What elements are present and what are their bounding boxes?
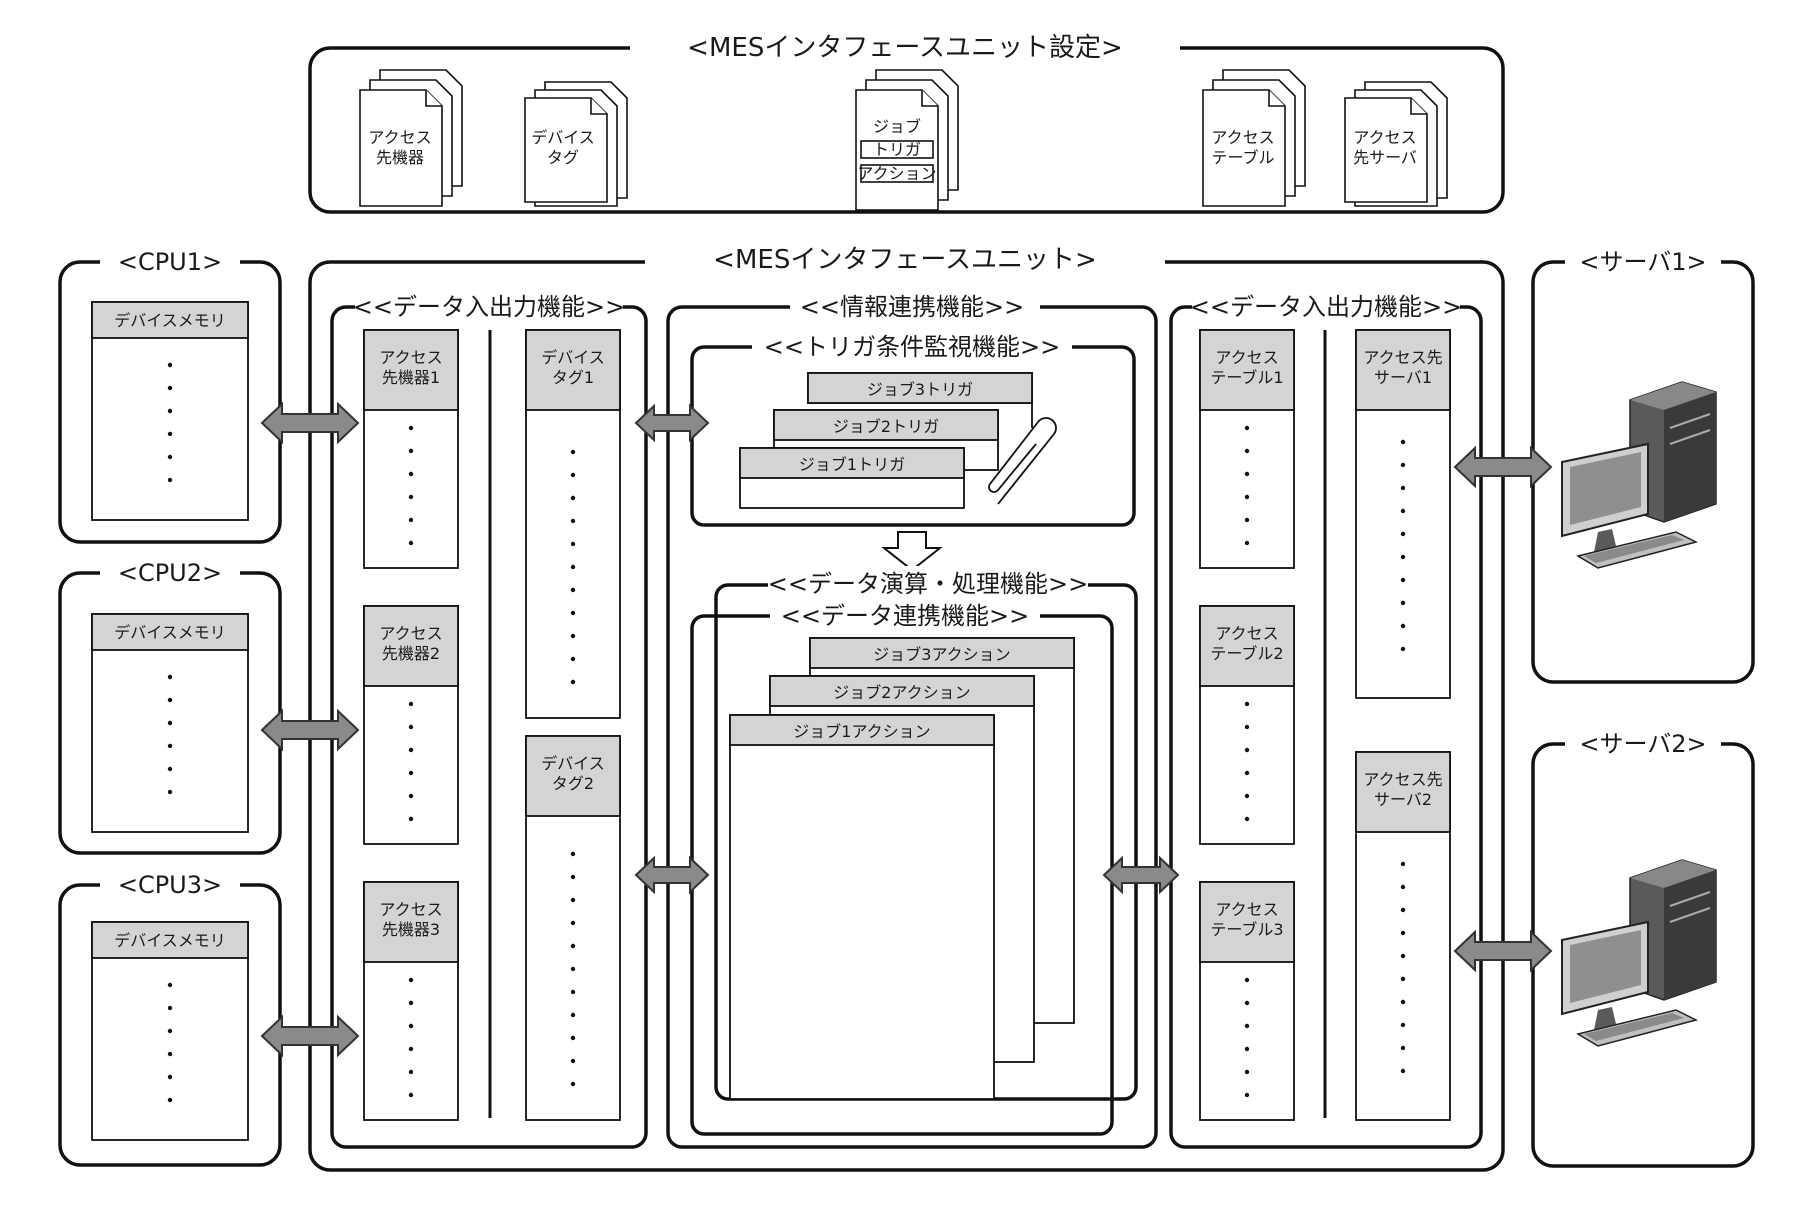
- memory-ellipsis: [167, 674, 173, 795]
- box-label: テーブル3: [1210, 920, 1283, 939]
- box-label: アクセス: [379, 624, 442, 643]
- cpu2-panel: <CPU2> デバイスメモリ: [58, 555, 282, 855]
- box-label: アクセス: [1215, 624, 1278, 643]
- double-arrow-icon: [260, 1014, 360, 1058]
- access-device-3-box: アクセス 先機器3: [363, 881, 459, 1121]
- device-tag-doc-icon: デバイス タグ: [524, 81, 628, 207]
- paperclip-icon: [988, 417, 1057, 505]
- computer-icon: [1561, 859, 1717, 1047]
- trigger-label: ジョブ3トリガ: [867, 380, 973, 399]
- trigger-monitor-title: <<トリガ条件監視機能>>: [764, 333, 1060, 361]
- job1-action-sheet: ジョブ1アクション: [729, 714, 995, 1100]
- box-label: 先機器2: [382, 644, 440, 663]
- cpu1-panel: <CPU1> デバイスメモリ: [58, 244, 282, 544]
- double-arrow-icon: [1102, 855, 1180, 895]
- action-label: ジョブ2アクション: [833, 683, 970, 702]
- box-label: アクセス先: [1363, 770, 1442, 789]
- doc-label: タグ: [547, 148, 579, 167]
- doc-label: アクセス: [368, 128, 431, 147]
- box-label: アクセス: [379, 900, 442, 919]
- box-label: 先機器1: [382, 368, 440, 387]
- box-label: 先機器3: [382, 920, 440, 939]
- server-title: <サーバ1>: [1579, 248, 1706, 276]
- access-device-doc-icon: アクセス 先機器: [359, 69, 463, 207]
- computer-icon: [1561, 381, 1717, 569]
- info-link-panel: <<情報連携機能>> <<トリガ条件監視機能>> ジョブ3トリガ ジョブ2トリガ…: [666, 290, 1158, 1149]
- down-arrow-icon: [881, 531, 943, 572]
- io-right-title: <<データ入出力機能>>: [1190, 293, 1462, 321]
- access-table-3-box: アクセス テーブル3: [1199, 881, 1295, 1121]
- access-server-1-box: アクセス先 サーバ1: [1355, 329, 1451, 699]
- doc-label: アクセス: [1211, 128, 1274, 147]
- box-label: アクセス: [379, 348, 442, 367]
- box-label: タグ1: [552, 368, 594, 387]
- doc-label: トリガ: [873, 140, 921, 159]
- access-server-doc-icon: アクセス 先サーバ: [1344, 81, 1448, 207]
- data-link-title: <<データ連携機能>>: [781, 602, 1029, 630]
- trigger-label: ジョブ2トリガ: [833, 417, 939, 436]
- server1-panel: <サーバ1>: [1531, 244, 1755, 684]
- device-memory-label: デバイスメモリ: [114, 311, 226, 330]
- device-tag-2-box: デバイス タグ2: [525, 735, 621, 1121]
- doc-label: デバイス: [531, 128, 595, 147]
- device-memory-label: デバイスメモリ: [114, 931, 226, 950]
- trigger-monitor-panel: <<トリガ条件監視機能>> ジョブ3トリガ ジョブ2トリガ ジョブ1トリガ: [690, 330, 1136, 527]
- server2-panel: <サーバ2>: [1531, 726, 1755, 1168]
- doc-label: 先サーバ: [1353, 148, 1417, 167]
- double-arrow-icon: [634, 403, 710, 443]
- doc-label: アクション: [857, 164, 936, 183]
- job-doc-icon: ジョブ トリガ アクション: [855, 69, 959, 211]
- doc-label: アクセス: [1353, 128, 1416, 147]
- access-device-2-box: アクセス 先機器2: [363, 605, 459, 845]
- double-arrow-icon: [260, 708, 360, 752]
- memory-ellipsis: [167, 982, 173, 1103]
- memory-ellipsis: [167, 362, 173, 483]
- box-label: テーブル2: [1210, 644, 1283, 663]
- double-arrow-icon: [1453, 929, 1553, 973]
- io-left-title: <<データ入出力機能>>: [353, 293, 625, 321]
- settings-title: <MESインタフェースユニット設定>: [687, 33, 1123, 63]
- box-label: デバイス: [541, 754, 605, 773]
- double-arrow-icon: [634, 855, 710, 895]
- box-label: タグ2: [552, 774, 594, 793]
- device-tag-1-box: デバイス タグ1: [525, 329, 621, 719]
- box-label: テーブル1: [1210, 368, 1283, 387]
- io-right-panel: <<データ入出力機能>> アクセス テーブル1 アクセス テーブル2 アクセス …: [1169, 290, 1483, 1149]
- doc-label: ジョブ: [873, 117, 921, 136]
- access-table-2-box: アクセス テーブル2: [1199, 605, 1295, 845]
- access-table-doc-icon: アクセス テーブル: [1202, 69, 1306, 207]
- action-label: ジョブ3アクション: [873, 645, 1010, 664]
- info-link-title: <<情報連携機能>>: [800, 293, 1024, 321]
- access-table-1-box: アクセス テーブル1: [1199, 329, 1295, 569]
- double-arrow-icon: [260, 401, 360, 445]
- mes-unit-title: <MESインタフェースユニット>: [713, 245, 1097, 275]
- box-label: サーバ2: [1374, 790, 1432, 809]
- cpu-title: <CPU3>: [118, 871, 222, 899]
- mes-unit-panel: <MESインタフェースユニット>: [308, 240, 1505, 1172]
- settings-panel: <MESインタフェースユニット設定> アクセス 先機器 デバイス タグ ジョブ: [308, 30, 1505, 214]
- box-label: アクセス先: [1363, 348, 1442, 367]
- box-label: アクセス: [1215, 900, 1278, 919]
- access-server-2-box: アクセス先 サーバ2: [1355, 751, 1451, 1121]
- access-device-1-box: アクセス 先機器1: [363, 329, 459, 569]
- server-title: <サーバ2>: [1579, 730, 1706, 758]
- io-left-panel: <<データ入出力機能>> アクセス 先機器1 アクセス 先機器2 アクセス 先機…: [330, 290, 648, 1149]
- box-label: デバイス: [541, 348, 605, 367]
- cpu3-panel: <CPU3> デバイスメモリ: [58, 867, 282, 1167]
- box-label: アクセス: [1215, 348, 1278, 367]
- box-label: サーバ1: [1374, 368, 1432, 387]
- double-arrow-icon: [1453, 445, 1553, 489]
- device-memory-label: デバイスメモリ: [114, 623, 226, 642]
- doc-label: 先機器: [376, 148, 424, 167]
- data-calc-title: <<データ演算・処理機能>>: [768, 570, 1088, 598]
- doc-label: テーブル: [1211, 148, 1274, 167]
- cpu-title: <CPU2>: [118, 559, 222, 587]
- trigger-label: ジョブ1トリガ: [799, 455, 905, 474]
- cpu-title: <CPU1>: [118, 248, 222, 276]
- action-label: ジョブ1アクション: [793, 722, 930, 741]
